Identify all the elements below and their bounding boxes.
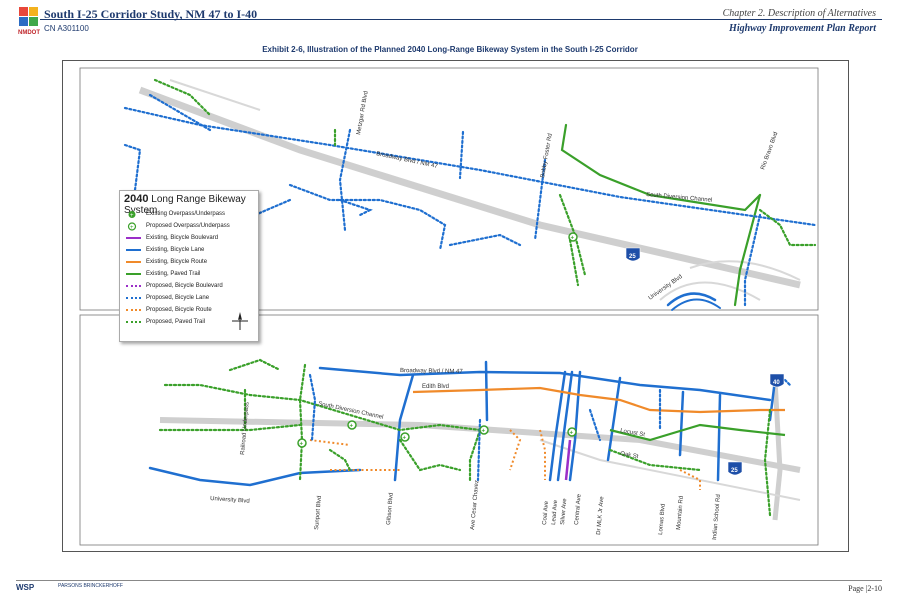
silver-label: Silver Ave [560,498,568,526]
legend-swatch [126,285,141,287]
bottom-south-diversion-label: South Diversion Channel [318,401,384,421]
parsons-logo: PARSONS BRINCKERHOFF [58,583,123,589]
document-title: South I-25 Corridor Study, NM 47 to I-40 [44,7,258,21]
legend-item-proposed-paved-trail: Proposed, Paved Trail [126,317,205,327]
sunport-label: Sunport Blvd [314,495,323,530]
bottom-bike-lanes-existing [148,360,777,487]
bottom-interstate-shields: 25 40 [727,373,785,476]
legend-swatch [126,237,141,239]
control-number: CN A301100 [44,24,89,33]
legend-swatch [126,249,141,251]
edith-label: Edith Blvd [422,384,449,390]
bottom-street-labels: Broadway Blvd / NM 47 Edith Blvd South D… [210,368,722,540]
legend-item-existing-bike-lane: Existing, Bicycle Lane [126,245,204,255]
legend-swatch [126,297,141,299]
bottom-roads [159,379,801,521]
svg-text:+: + [570,431,574,437]
svg-text:+: + [403,436,407,442]
legend-item-existing-bike-route: Existing, Bicycle Route [126,257,207,267]
lead-label: Lead Ave [551,499,559,525]
bottom-paved-trails-existing [609,423,786,442]
metzgar-label: Metzgar Rd Blvd [356,91,370,136]
bottom-overpass-markers: + + + + + [297,420,577,448]
svg-text:NMDOT: NMDOT [18,30,40,36]
legend-item-proposed-bike-lane: Proposed, Bicycle Lane [126,293,209,303]
top-interstate-shield: 25 [625,247,641,262]
bobby-foster-label: Bobby Foster Rd [540,133,554,178]
top-paved-trails-proposed [153,78,817,287]
railroad-label: Railroad Underpass [240,402,251,455]
header-divider [40,19,882,20]
bottom-bike-boulevard-existing [564,439,572,481]
legend-item-existing-paved-trail: Existing, Paved Trail [126,269,200,279]
top-roads [138,79,801,301]
legend-swatch [126,261,141,263]
existing-overpass-icon: + [128,210,136,219]
bottom-panel [79,314,819,546]
report-title: Highway Improvement Plan Report [729,23,876,34]
oak-label: Oak St [620,451,639,460]
bottom-paved-trails-proposed [158,358,772,517]
svg-text:+: + [571,236,575,242]
legend-item-proposed-bike-boulevard: Proposed, Bicycle Boulevard [126,281,223,291]
legend-year: 2040 [124,193,149,205]
bottom-i25-label: 25 [731,468,738,474]
coal-label: Coal Ave [542,500,550,525]
legend-title: 2040 Long Range Bikeway System [124,193,258,216]
indian-school-label: Indian School Rd [712,494,722,540]
north-arrow-icon [232,312,248,330]
legend-item-proposed-bike-route: Proposed, Bicycle Route [126,305,212,315]
bottom-i40-label: 40 [773,380,780,386]
map-legend: 2040 Long Range Bikeway System + Existin… [119,190,259,342]
bottom-bike-routes-existing [412,386,785,414]
footer-divider [16,580,882,581]
top-i25-label: 25 [629,254,636,260]
bottom-broadway-label: Broadway Blvd / NM 47 [400,368,463,375]
legend-item-proposed-overpass: + Proposed Overpass/Underpass [126,221,230,231]
bottom-university-label: University Blvd [210,496,250,505]
locust-label: Locust St [620,428,646,438]
svg-text:+: + [482,429,486,435]
proposed-overpass-icon: + [127,221,137,231]
central-label: Central Ave [574,493,583,525]
wsp-logo: WSP [16,583,35,592]
svg-text:+: + [300,442,304,448]
rio-bravo-label: Rio Bravo Blvd [760,131,779,170]
page-number: Page |2-10 [848,584,882,593]
legend-swatch [126,309,141,311]
chapter-title: Chapter 2. Description of Alternatives [722,8,876,19]
lomas-label: Lomas Blvd [658,503,667,535]
legend-swatch [126,273,141,275]
mountain-label: Mountain Rd [676,496,685,530]
svg-text:+: + [130,225,134,231]
mlk-label: Dr MLK Jr Ave [596,496,605,536]
legend-swatch [126,321,141,323]
top-broadway-label: Broadway Blvd / NM 47 [376,151,439,170]
exhibit-title: Exhibit 2-6, Illustration of the Planned… [262,45,638,54]
gibson-label: Gibson Blvd [386,492,395,525]
cesar-chavez-label: Ave Cesar Chavez [470,480,480,530]
svg-text:+: + [130,213,134,219]
svg-text:+: + [350,424,354,430]
top-paved-trails-existing [560,123,762,307]
top-bike-lanes-existing [666,292,721,311]
legend-item-existing-overpass: + Existing Overpass/Underpass [126,209,225,219]
top-south-diversion-label: South Diversion Channel [646,192,713,204]
map-frame [62,60,849,552]
top-street-labels: Broadway Blvd / NM 47 Metzgar Rd Blvd Bo… [356,91,779,302]
bottom-bike-routes-proposed [309,429,701,490]
legend-item-existing-bike-boulevard: Existing, Bicycle Boulevard [126,233,218,243]
legend-title-text: Long Range Bikeway System [124,194,246,216]
top-overpass-markers: + [568,232,578,242]
top-bike-lanes-proposed [123,93,817,307]
top-panel [79,67,819,311]
nmdot-logo: NMDOT [18,7,40,36]
